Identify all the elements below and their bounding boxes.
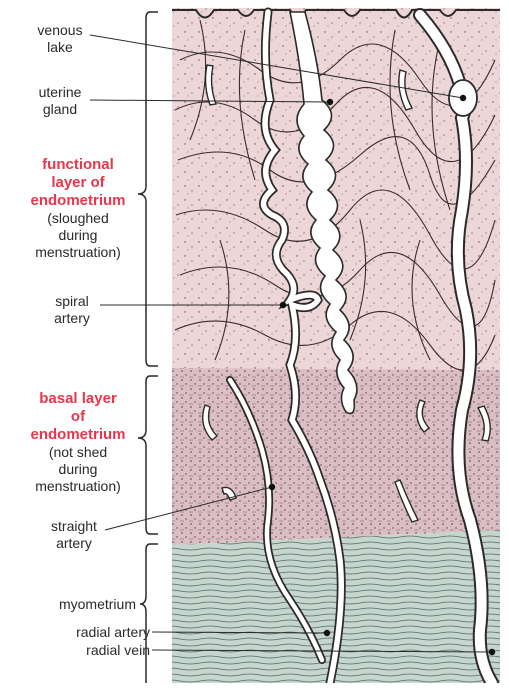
label-basal-note-line2: during bbox=[18, 461, 138, 478]
label-uterine-gland: uterine gland bbox=[30, 84, 90, 118]
label-basal-layer-line2: of bbox=[18, 408, 138, 426]
label-myometrium: myometrium bbox=[40, 596, 136, 613]
label-functional-note-line2: during bbox=[18, 227, 138, 244]
label-basal-layer-line3: endometrium bbox=[18, 426, 138, 444]
label-venous-lake: venous lake bbox=[30, 22, 90, 56]
label-venous-lake-line2: lake bbox=[30, 39, 90, 56]
label-functional-layer: functional layer of endometrium (sloughe… bbox=[18, 156, 138, 261]
label-straight-artery-line1: straight bbox=[44, 518, 104, 535]
label-basal-layer: basal layer of endometrium (not shed dur… bbox=[18, 390, 138, 495]
label-uterine-gland-line2: gland bbox=[30, 101, 90, 118]
label-functional-note-line3: menstruation) bbox=[18, 244, 138, 261]
label-spiral-artery: spiral artery bbox=[42, 293, 102, 327]
label-basal-note-line3: menstruation) bbox=[18, 478, 138, 495]
label-functional-layer-line3: endometrium bbox=[18, 192, 138, 210]
label-functional-layer-line1: functional bbox=[18, 156, 138, 174]
label-straight-artery: straight artery bbox=[44, 518, 104, 552]
label-spiral-artery-line2: artery bbox=[42, 310, 102, 327]
label-uterine-gland-line1: uterine bbox=[30, 84, 90, 101]
label-radial-vein: radial vein bbox=[44, 642, 150, 659]
label-radial-artery: radial artery bbox=[44, 624, 150, 641]
label-basal-layer-line1: basal layer bbox=[18, 390, 138, 408]
label-basal-note-line1: (not shed bbox=[18, 444, 138, 461]
layer-brackets bbox=[138, 12, 158, 683]
label-venous-lake-line1: venous bbox=[30, 22, 90, 39]
label-spiral-artery-line1: spiral bbox=[42, 293, 102, 310]
label-functional-note-line1: (sloughed bbox=[18, 210, 138, 227]
label-functional-layer-line2: layer of bbox=[18, 174, 138, 192]
label-straight-artery-line2: artery bbox=[44, 535, 104, 552]
